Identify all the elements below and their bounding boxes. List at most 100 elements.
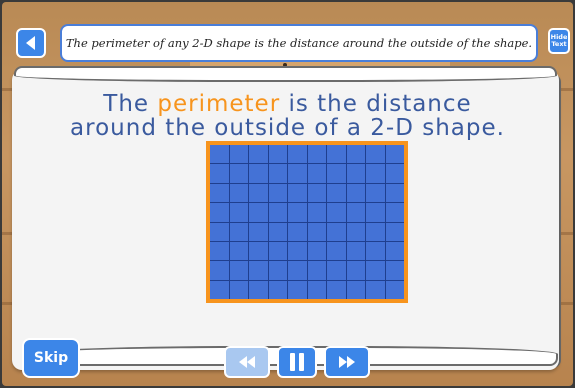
grid-cell xyxy=(366,183,385,203)
fast-forward-button[interactable] xyxy=(324,346,370,378)
grid-cell xyxy=(210,241,229,261)
grid-cell xyxy=(307,261,326,280)
rewind-icon xyxy=(239,356,255,368)
grid-cell xyxy=(346,280,365,299)
grid-cell xyxy=(288,203,307,222)
grid-cell xyxy=(366,222,385,241)
hide-text-button[interactable]: Hide Text xyxy=(548,28,570,54)
caption-text-box: The perimeter of any 2-D shape is the di… xyxy=(60,24,538,62)
grid-cell xyxy=(346,183,365,203)
grid-cell xyxy=(288,261,307,280)
grid-cell xyxy=(268,280,287,299)
grid-cell xyxy=(366,280,385,299)
square-grid-rectangle xyxy=(210,145,404,299)
grid-cell xyxy=(346,203,365,222)
grid-cell xyxy=(249,183,268,203)
rewind-button[interactable] xyxy=(224,346,270,378)
grid-cell xyxy=(229,261,248,280)
grid-cell xyxy=(268,164,287,183)
grid-cell xyxy=(288,183,307,203)
grid-cell xyxy=(249,203,268,222)
grid-cell xyxy=(210,164,229,183)
grid-cell xyxy=(327,203,346,222)
lesson-heading: The perimeter is the distance around the… xyxy=(30,92,545,140)
pause-button[interactable] xyxy=(277,346,317,378)
caption-text: The perimeter of any 2-D shape is the di… xyxy=(65,36,533,50)
grid-cell xyxy=(210,261,229,280)
grid-cell xyxy=(229,241,248,261)
grid-cell xyxy=(210,222,229,241)
grid-cell xyxy=(268,145,287,164)
grid-cell xyxy=(307,183,326,203)
grid-cell xyxy=(229,164,248,183)
grid-cell xyxy=(288,145,307,164)
grid-cell xyxy=(268,203,287,222)
grid-cell xyxy=(268,261,287,280)
grid-cell xyxy=(229,222,248,241)
grid-cell xyxy=(249,164,268,183)
grid-cell xyxy=(385,183,404,203)
grid-cell xyxy=(268,183,287,203)
grid-cell xyxy=(385,280,404,299)
back-button[interactable] xyxy=(16,28,46,58)
scroll-top-curl xyxy=(14,66,557,82)
grid-cell xyxy=(288,241,307,261)
grid-cell xyxy=(327,164,346,183)
grid-cell xyxy=(249,280,268,299)
rectangle-perimeter-outline xyxy=(206,141,408,303)
back-arrow-icon xyxy=(26,36,35,50)
pause-icon xyxy=(290,353,304,371)
grid-cell xyxy=(385,222,404,241)
grid-cell xyxy=(366,164,385,183)
grid-cell xyxy=(210,145,229,164)
grid-cell xyxy=(366,261,385,280)
grid-cell xyxy=(366,145,385,164)
grid-cell xyxy=(288,280,307,299)
heading-text: is the distance xyxy=(280,91,472,117)
heading-highlight-word: perimeter xyxy=(157,91,281,117)
grid-cell xyxy=(288,222,307,241)
grid-cell xyxy=(327,145,346,164)
grid-cell xyxy=(307,241,326,261)
grid-cell xyxy=(327,261,346,280)
grid-cell xyxy=(288,164,307,183)
grid-cell xyxy=(307,280,326,299)
grid-cell xyxy=(229,145,248,164)
grid-cell xyxy=(307,164,326,183)
grid-cell xyxy=(249,241,268,261)
grid-cell xyxy=(346,145,365,164)
board-pin-icon xyxy=(283,63,287,67)
grid-cell xyxy=(385,261,404,280)
grid-cell xyxy=(210,183,229,203)
grid-cell xyxy=(385,203,404,222)
grid-cell xyxy=(346,222,365,241)
grid-cell xyxy=(249,145,268,164)
grid-cell xyxy=(210,280,229,299)
grid-cell xyxy=(366,241,385,261)
grid-cell xyxy=(210,203,229,222)
grid-cell xyxy=(327,183,346,203)
grid-cell xyxy=(268,241,287,261)
grid-cell xyxy=(385,241,404,261)
grid-cell xyxy=(307,203,326,222)
grid-cell xyxy=(229,183,248,203)
grid-cell xyxy=(327,280,346,299)
grid-cell xyxy=(268,222,287,241)
grid-cell xyxy=(327,222,346,241)
grid-cell xyxy=(366,203,385,222)
grid-cell xyxy=(249,261,268,280)
grid-cell xyxy=(346,241,365,261)
skip-button[interactable]: Skip xyxy=(22,338,80,378)
grid-cell xyxy=(307,145,326,164)
grid-cell xyxy=(346,261,365,280)
heading-line-2: around the outside of a 2-D shape. xyxy=(70,115,505,141)
grid-cell xyxy=(229,280,248,299)
grid-cell xyxy=(307,222,326,241)
heading-text: The xyxy=(103,91,158,117)
heading-line-1: The perimeter is the distance xyxy=(30,92,545,116)
fast-forward-icon xyxy=(339,356,355,368)
grid-cell xyxy=(229,203,248,222)
grid-cell xyxy=(385,164,404,183)
grid-cell xyxy=(346,164,365,183)
grid-cell xyxy=(249,222,268,241)
